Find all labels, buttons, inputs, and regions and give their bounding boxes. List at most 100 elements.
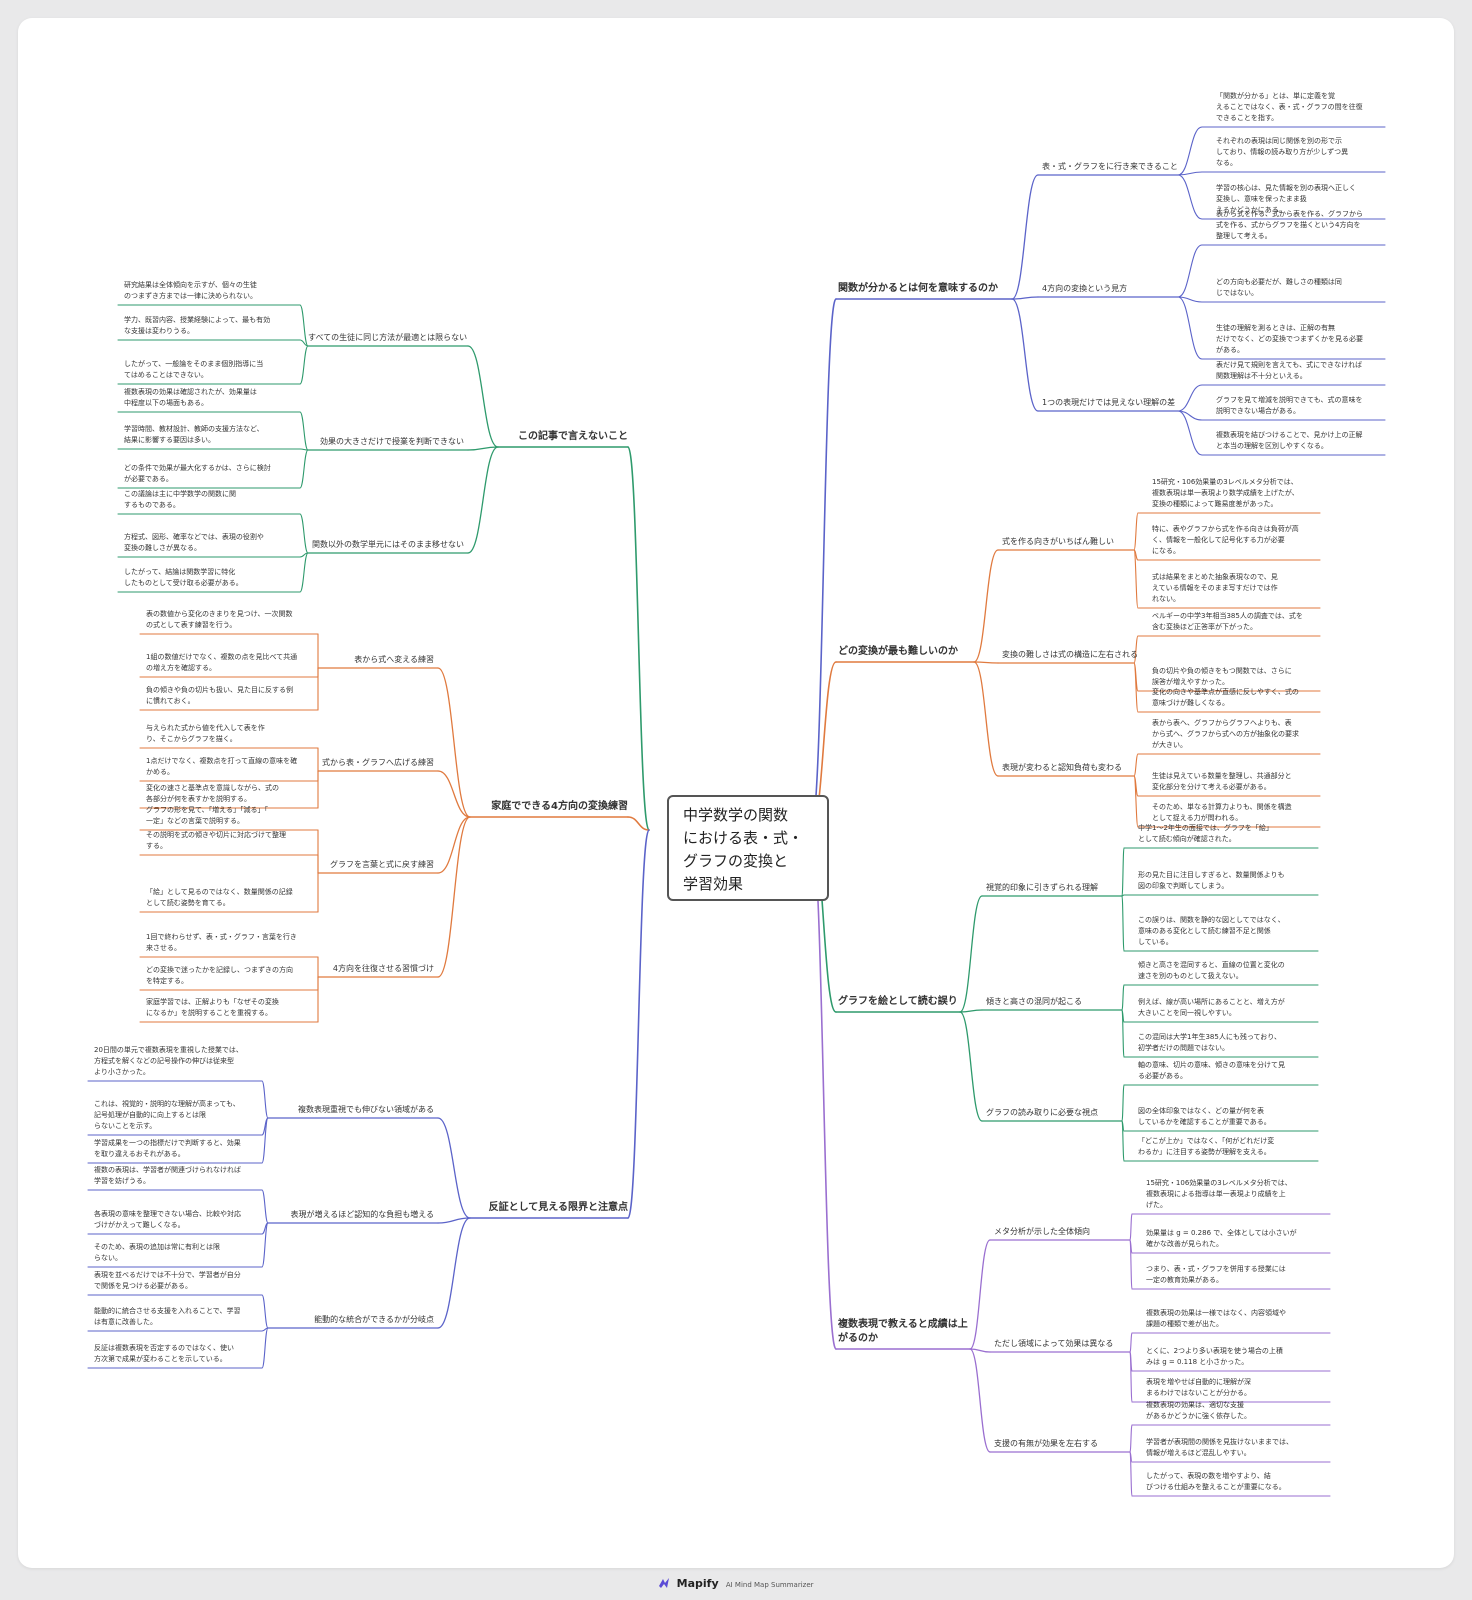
sub-node[interactable]: 1つの表現だけでは見えない理解の差	[1042, 398, 1176, 407]
sub-node[interactable]: 支援の有無が効果を左右する	[994, 1439, 1098, 1448]
sub-node[interactable]: ただし領域によって効果は異なる	[994, 1339, 1114, 1348]
leaf-node[interactable]: したがって、結論は関数学習に特化 したものとして受け取る必要がある。	[124, 568, 243, 587]
leaf-node[interactable]: 複数表現の効果は確認されたが、効果量は 中程度以下の場面もある。	[124, 388, 257, 407]
leaf-node[interactable]: 反証は複数表現を否定するのではなく、使い 方次第で成果が変わることを示している。	[94, 1344, 234, 1363]
sub-node[interactable]: 能動的な統合ができるかが分岐点	[314, 1315, 434, 1324]
leaf-node[interactable]: どの方向も必要だが、難しさの種類は同 じではない。	[1216, 278, 1342, 297]
connector	[1011, 174, 1039, 300]
branch-node[interactable]: グラフを絵として読む誤り	[838, 996, 958, 1007]
leaf-node[interactable]: 傾きと高さを混同すると、直線の位置と変化の 速さを別のものとして扱えない。	[1138, 961, 1285, 980]
leaf-node[interactable]: 変化の向きや基準点が直感に反しやすく、式の 意味づけが難しくなる。	[1152, 688, 1299, 707]
sub-node[interactable]: グラフを言葉と式に戻す練習	[330, 860, 434, 869]
sub-node[interactable]: 式を作る向きがいちばん難しい	[1002, 537, 1114, 546]
leaf-node[interactable]: 表から式を作る、式から表を作る、グラフから 式を作る、式からグラフを描くという4…	[1216, 210, 1363, 240]
leaf-node[interactable]: 「絵」として見るのではなく、数量関係の記録 として読む姿勢を育てる。	[146, 888, 293, 907]
branch-node[interactable]: どの変換が最も難しいのか	[838, 646, 958, 657]
leaf-node[interactable]: この議論は主に中学数学の関数に関 するものである。	[124, 490, 236, 509]
leaf-node[interactable]: 1点だけでなく、複数点を打って直線の意味を確 かめる。	[146, 757, 298, 776]
leaf-node[interactable]: 15研究・106効果量の3レベルメタ分析では、 複数表現は単一表現より数学成績を…	[1152, 478, 1299, 508]
leaf-node[interactable]: どの変換で迷ったかを記録し、つまずきの方向 を特定する。	[146, 966, 293, 985]
leaf-node[interactable]: そのため、単なる計算力よりも、関係を構造 として捉える力が問われる。	[1152, 803, 1292, 822]
leaf-node[interactable]: 表現を増やせば自動的に理解が深 まるわけではないことが分かる。	[1146, 1378, 1251, 1397]
branch-node[interactable]: 複数表現で教えると成績は上 がるのか	[838, 1319, 968, 1344]
leaf-node[interactable]: 負の切片や負の傾きをもつ関数では、さらに 誤答が増えやすかった。	[1152, 667, 1292, 686]
leaf-node[interactable]: この混同は大学1年生385人にも残っており、 初学者だけの問題ではない。	[1138, 1033, 1281, 1052]
sub-node[interactable]: 変換の難しさは式の構造に左右される	[1002, 650, 1138, 659]
sub-node[interactable]: 表から式へ変える練習	[354, 655, 434, 664]
sub-node[interactable]: 式から表・グラフへ広げる練習	[322, 758, 434, 767]
leaf-node[interactable]: ベルギーの中学3年相当385人の調査では、式を 含む変換ほど正答率が下がった。	[1152, 612, 1303, 631]
leaf-node[interactable]: 学力、既習内容、授業経験によって、最も有効 な支援は変わりうる。	[124, 316, 271, 335]
leaf-node[interactable]: 表だけ見て規則を言えても、式にできなければ 関数理解は不十分といえる。	[1216, 361, 1363, 380]
leaf-node[interactable]: 軸の意味、切片の意味、傾きの意味を分けて見 る必要がある。	[1138, 1061, 1285, 1080]
leaf-node[interactable]: 形の見た目に注目しすぎると、数量関係よりも 図の印象で判断してしまう。	[1138, 871, 1285, 890]
leaf-node[interactable]: 効果量は g = 0.286 で、全体としては小さいが 確かな改善が見られた。	[1146, 1229, 1297, 1248]
leaf-node[interactable]: 研究結果は全体傾向を示すが、個々の生徒 のつまずき方までは一律に決められない。	[124, 281, 257, 300]
leaf-node[interactable]: 複数の表現は、学習者が関連づけられなければ 学習を妨げうる。	[94, 1166, 241, 1185]
branch-node[interactable]: この記事で言えないこと	[518, 431, 628, 442]
leaf-node[interactable]: 表の数値から変化のきまりを見つけ、一次関数 の式として表す練習を行う。	[146, 610, 293, 629]
leaf-node[interactable]: 各表現の意味を整理できない場合、比較や対応 づけがかえって難しくなる。	[94, 1210, 241, 1229]
leaf-node[interactable]: とくに、2つより多い表現を使う場合の上積 みは g = 0.118 と小さかった…	[1146, 1347, 1283, 1366]
leaf-node[interactable]: 例えば、線が高い場所にあることと、増え方が 大きいことを同一視しやすい。	[1138, 998, 1285, 1017]
leaf-node[interactable]: 「どこが上か」ではなく、「何がどれだけ変 わるか」に注目する姿勢が理解を支える。	[1138, 1137, 1275, 1156]
leaf-node[interactable]: 負の傾きや負の切片も扱い、見た目に反する例 に慣れておく。	[146, 686, 293, 705]
leaf-node[interactable]: 20日間の単元で複数表現を重視した授業では、 方程式を解くなどの記号操作の伸びは…	[94, 1046, 243, 1076]
sub-node[interactable]: 4方向を往復させる習慣づけ	[332, 964, 434, 973]
leaf-node[interactable]: 1回で終わらせず、表・式・グラフ・言葉を行き 来させる。	[146, 933, 297, 952]
leaf-node[interactable]: 1組の数値だけでなく、複数の点を見比べて共通 の増え方を確認する。	[146, 653, 298, 672]
leaf-node[interactable]: どの条件で効果が最大化するかは、さらに検討 が必要である。	[124, 464, 271, 483]
leaf-node[interactable]: 学習者が表現間の関係を見抜けないままでは、 情報が増えるほど混乱しやすい。	[1146, 1438, 1293, 1457]
leaf-node[interactable]: 特に、表やグラフから式を作る向きは負荷が高 く、情報を一般化して記号化する力が必…	[1152, 525, 1299, 555]
leaf-node[interactable]: 生徒の理解を測るときは、正解の有無 だけでなく、どの変換でつまずくかを見る必要 …	[1216, 324, 1363, 354]
leaf-node[interactable]: グラフの形を見て、「増える」「減る」「 一定」などの言葉で説明する。	[146, 806, 268, 825]
leaf-node[interactable]: 複数表現を結びつけることで、見かけ上の正解 と本当の理解を区別しやすくなる。	[1216, 431, 1363, 450]
branch-node[interactable]: 関数が分かるとは何を意味するのか	[838, 283, 998, 294]
leaf-node[interactable]: 図の全体印象ではなく、どの量が何を表 しているかを確認することが重要である。	[1138, 1107, 1271, 1126]
sub-node[interactable]: 視覚的印象に引きずられる理解	[986, 883, 1098, 892]
leaf-node[interactable]: それぞれの表現は同じ関係を別の形で示 しており、情報の読み取り方が少しずつ異 な…	[1216, 137, 1349, 167]
branch-node[interactable]: 家庭でできる4方向の変換練習	[491, 801, 628, 812]
connector	[261, 1222, 269, 1268]
leaf-node[interactable]: したがって、表現の数を増やすより、結 びつける仕組みを整えることが重要になる。	[1146, 1472, 1286, 1491]
leaf-node[interactable]: 式は結果をまとめた抽象表現なので、見 えている情報をそのまま写すだけでは作 れな…	[1152, 573, 1278, 603]
leaf-node[interactable]: 15研究・106効果量の3レベルメタ分析では、 複数表現による指導は単一表現より…	[1146, 1179, 1292, 1209]
leaf-node[interactable]: 生徒は見えている数量を整理し、共通部分と 変化部分を分けて考える必要がある。	[1152, 772, 1292, 791]
leaf-node[interactable]: したがって、一般論をそのまま個別指導に当 てはめることはできない。	[124, 360, 264, 379]
sub-node[interactable]: 効果の大きさだけで授業を判断できない	[320, 437, 464, 446]
leaf-node[interactable]: その説明を式の傾きや切片に対応づけて整理 する。	[146, 831, 286, 850]
sub-node[interactable]: 表現が増えるほど認知的な負担も増える	[290, 1210, 434, 1219]
leaf-node[interactable]: 複数表現の効果は、適切な支援 があるかどうかに強く依存した。	[1146, 1401, 1251, 1420]
leaf-node[interactable]: つまり、表・式・グラフを併用する授業には 一定の教育効果がある。	[1146, 1265, 1286, 1284]
leaf-node[interactable]: 変化の速さと基準点を意識しながら、式の 各部分が何を表すかを説明する。	[146, 784, 279, 803]
sub-node[interactable]: グラフの読み取りに必要な視点	[986, 1108, 1098, 1117]
leaf-node[interactable]: 能動的に統合させる支援を入れることで、学習 は有意に改善した。	[94, 1307, 241, 1326]
leaf-node[interactable]: 学習時間、教材設計、教師の支援方法など、 結果に影響する要因は多い。	[124, 425, 264, 444]
sub-node[interactable]: 複数表現重視でも伸びない領域がある	[298, 1105, 434, 1114]
sub-node[interactable]: 関数以外の数学単元にはそのまま移せない	[312, 540, 464, 549]
leaf-node[interactable]: 方程式、図形、確率などでは、表現の役割や 変換の難しさが異なる。	[124, 533, 264, 552]
branch-node[interactable]: 反証として見える限界と注意点	[488, 1202, 628, 1213]
leaf-node[interactable]: 与えられた式から値を代入して表を作 り、そこからグラフを描く。	[146, 724, 265, 743]
leaf-node[interactable]: この誤りは、関数を静的な図としてではなく、 意味のある変化として読む練習不足と関…	[1138, 916, 1285, 946]
sub-node[interactable]: メタ分析が示した全体傾向	[994, 1227, 1090, 1236]
leaf-node[interactable]: 中学1〜2年生の面接では、グラフを「絵」 として読む傾向が確認された。	[1138, 824, 1273, 843]
leaf-node[interactable]: 複数表現の効果は一様ではなく、内容領域や 課題の種類で差が出た。	[1146, 1309, 1286, 1328]
leaf-node[interactable]: 家庭学習では、正解よりも「なぜその変換 になるか」を説明することを重視する。	[146, 998, 279, 1017]
leaf-node[interactable]: 「関数が分かる」とは、単に定義を覚 えることではなく、表・式・グラフの間を往復 …	[1216, 92, 1363, 122]
leaf-node[interactable]: グラフを見て増減を説明できても、式の意味を 説明できない場合がある。	[1216, 396, 1363, 415]
sub-node[interactable]: 表現が変わると認知負荷も変わる	[1002, 763, 1122, 772]
connector	[261, 1327, 269, 1369]
leaf-node[interactable]: これは、視覚的・説明的な理解が高まっても、 記号処理が自動的に向上するとは限 ら…	[94, 1100, 240, 1130]
leaf-node[interactable]: 学習の核心は、見た情報を別の表現へ正しく 変換し、意味を保ったまま扱 えるかどう…	[1216, 184, 1356, 214]
leaf-node[interactable]: そのため、表現の追加は常に有利とは限 らない。	[94, 1243, 220, 1262]
root-node[interactable]: 中学数学の関数 における表・式・ グラフの変換と 学習効果	[667, 795, 829, 901]
leaf-node[interactable]: 表現を並べるだけでは不十分で、学習者が自分 で関係を見つける必要がある。	[94, 1271, 241, 1290]
sub-node[interactable]: 傾きと高さの混同が起こる	[986, 997, 1082, 1006]
leaf-node[interactable]: 表から表へ、グラフからグラフへよりも、表 から式へ、グラフから式への方が抽象化の…	[1152, 719, 1299, 749]
sub-node[interactable]: 表・式・グラフをに行き来できること	[1042, 162, 1178, 171]
sub-node[interactable]: 4方向の変換という見方	[1042, 284, 1128, 293]
leaf-node[interactable]: 学習成果を一つの指標だけで判断すると、効果 を取り違えるおそれがある。	[94, 1139, 241, 1158]
connector	[1121, 1084, 1125, 1122]
sub-node[interactable]: すべての生徒に同じ方法が最適とは限らない	[308, 333, 468, 342]
